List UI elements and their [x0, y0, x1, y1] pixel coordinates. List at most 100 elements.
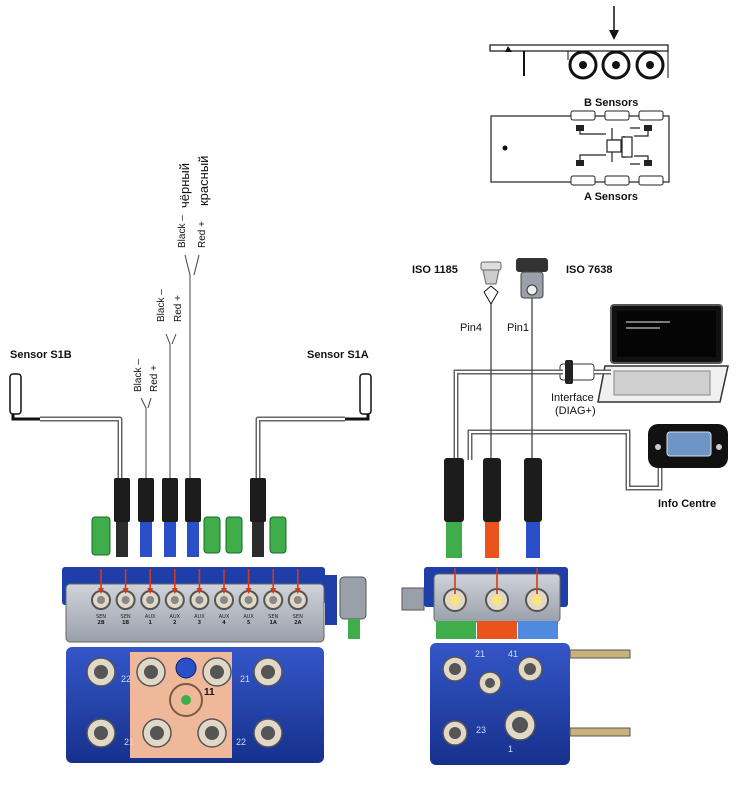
left-cables [40, 254, 345, 480]
port-hole-center [269, 596, 278, 604]
port-arrow-head [196, 588, 203, 594]
port-number: 3 [197, 620, 202, 626]
port-1-mark: 1 [508, 744, 514, 754]
info-centre-label: Info Centre [658, 498, 717, 510]
port-arrow-head [245, 588, 252, 594]
port-hole-center [293, 596, 302, 604]
wheel-1 [568, 50, 598, 80]
port-type: SEN [292, 614, 303, 620]
sensor-s1a-label: Sensor S1A [307, 349, 369, 361]
pair3-red-label: Red + [197, 221, 208, 248]
port-number: 1 [148, 620, 152, 626]
pair2-red-label: Red + [173, 295, 184, 322]
sensor-s1a-probe [345, 373, 372, 421]
pin4-label: Pin4 [460, 322, 483, 334]
right-valve-module [401, 567, 631, 765]
pin1-label: Pin1 [507, 322, 530, 334]
wheel-2 [601, 50, 631, 80]
left-valve-module [62, 567, 367, 763]
port-type: AUX [218, 614, 230, 620]
iso-1185-label: ISO 1185 [412, 264, 458, 276]
port-number: 1B [121, 620, 130, 626]
iso-7638-socket [516, 258, 548, 299]
port-number: 2A [294, 620, 302, 626]
port-hole-center [121, 596, 130, 604]
b-sensors-label: B Sensors [584, 97, 639, 109]
connector-orange [483, 458, 501, 558]
port-21-mark-b: 21 [124, 737, 135, 747]
port-type: SEN [120, 614, 131, 620]
port-number: 5 [246, 620, 251, 626]
wheel-3 [635, 50, 665, 80]
connector-s1b [114, 478, 130, 557]
port-arrow-head [294, 588, 301, 594]
trailer-side-view [489, 6, 669, 80]
port-number: 1A [269, 620, 277, 626]
port-holes [91, 569, 308, 610]
connector-aux3 [185, 478, 201, 557]
interface-sub-label: (DIAG+) [555, 405, 596, 417]
connector-blue [524, 458, 542, 558]
sensor-s1b-label: Sensor S1B [10, 349, 72, 361]
port-hole-center [170, 596, 179, 604]
interface-label: Interface [551, 392, 594, 404]
green-caps [91, 516, 287, 556]
pair3-red-ru-label: красный [196, 155, 211, 206]
port-type: SEN [268, 614, 279, 620]
connector-green [444, 458, 464, 558]
port-hole-center [97, 596, 105, 604]
interface-dongle [559, 360, 595, 384]
port-type: AUX [169, 614, 181, 620]
port-type: AUX [194, 614, 205, 620]
port-type: AUX [144, 614, 156, 620]
port-11-mark: 11 [204, 687, 215, 698]
port-arrow-head [98, 588, 104, 594]
port-41-mark: 41 [508, 649, 519, 659]
iso-7638-label: ISO 7638 [566, 264, 613, 276]
connector-s1a [250, 478, 266, 557]
connector-aux2 [162, 478, 178, 557]
port-hole-center [146, 596, 155, 604]
connector-aux1 [138, 478, 154, 557]
left-connectors [91, 478, 287, 557]
laptop-icon [597, 304, 729, 403]
port-type: SEN [95, 614, 107, 620]
port-number: 2 [173, 620, 177, 626]
trailer-top-view [490, 110, 670, 186]
port-number: 4 [222, 620, 226, 626]
port-arrow-head [147, 588, 154, 594]
port-number: 2B [97, 620, 105, 626]
a-sensors-label: A Sensors [584, 191, 639, 203]
port-23-mark: 23 [476, 725, 487, 735]
port-22-mark-b: 22 [236, 737, 247, 747]
port-21-mark-a: 21 [240, 674, 251, 684]
port-arrow-head [270, 588, 277, 594]
port-arrow-head [171, 588, 178, 594]
port-arrow-head [221, 588, 227, 594]
port-hole-center [244, 596, 253, 604]
pair3-black-label: Black – [177, 215, 188, 248]
pair1-red-label: Red + [149, 365, 160, 392]
port-22-mark-a: 22 [121, 674, 132, 684]
port-arrow-head [122, 588, 129, 594]
pair1-black-label: Black – [133, 359, 144, 392]
right-cables [453, 298, 663, 491]
port-hole-center [195, 596, 204, 604]
sensor-s1b-probe [9, 373, 40, 421]
port-type: AUX [243, 614, 254, 620]
right-connectors [444, 458, 542, 558]
info-centre-device [648, 424, 728, 468]
pair3-black-ru-label: чёрный [177, 162, 192, 208]
pair2-black-label: Black – [156, 289, 167, 322]
